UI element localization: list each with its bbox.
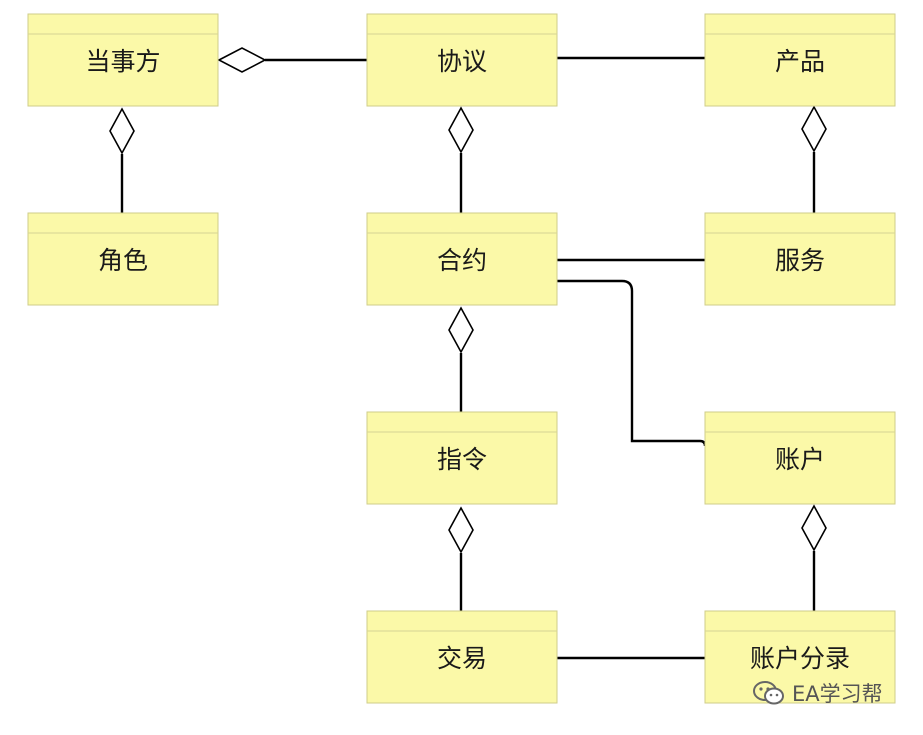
class-box-label: 协议 — [437, 47, 487, 76]
class-box-body — [27, 212, 219, 306]
edge-contract-to-account — [557, 279, 707, 447]
edge-role-to-party — [109, 107, 135, 213]
class-box-contract[interactable]: 合约 — [366, 212, 558, 306]
class-box-label: 交易 — [437, 644, 487, 673]
connector-line — [557, 279, 707, 447]
class-box-label: 角色 — [98, 246, 148, 275]
class-box-label: 账户 — [775, 445, 825, 474]
class-box-service[interactable]: 服务 — [704, 212, 896, 306]
aggregation-diamond — [448, 106, 474, 154]
aggregation-diamond — [448, 506, 474, 554]
class-box-product[interactable]: 产品 — [704, 13, 896, 107]
class-box-body — [704, 212, 896, 306]
class-box-account[interactable]: 账户 — [704, 411, 896, 505]
edge-transaction-to-instruction — [448, 506, 474, 611]
class-box-body — [366, 610, 558, 704]
class-box-label: 指令 — [437, 445, 487, 474]
class-box-label: 合约 — [437, 246, 487, 275]
class-box-transaction[interactable]: 交易 — [366, 610, 558, 704]
class-box-label: 账户分录 — [750, 644, 850, 673]
class-box-agreement[interactable]: 协议 — [366, 13, 558, 107]
class-box-body — [704, 610, 896, 704]
class-box-body — [366, 212, 558, 306]
edge-account-entry-to-account — [801, 504, 827, 611]
aggregation-diamond — [448, 306, 474, 354]
edge-service-to-product — [801, 105, 827, 213]
class-box-label: 产品 — [775, 47, 825, 76]
class-box-body — [704, 13, 896, 107]
aggregation-diamond — [109, 107, 135, 155]
class-box-instruction[interactable]: 指令 — [366, 411, 558, 505]
edge-instruction-to-contract — [448, 306, 474, 412]
class-box-body — [366, 13, 558, 107]
aggregation-diamond — [217, 47, 267, 73]
class-box-role[interactable]: 角色 — [27, 212, 219, 306]
edges-layer — [109, 47, 827, 660]
aggregation-diamond — [801, 504, 827, 552]
class-box-body — [704, 411, 896, 505]
edge-agreement-to-party — [217, 47, 367, 73]
class-box-label: 当事方 — [85, 47, 160, 76]
class-box-label: 服务 — [775, 246, 825, 275]
aggregation-diamond — [801, 105, 827, 153]
class-box-party[interactable]: 当事方 — [27, 13, 219, 107]
class-box-account-entry[interactable]: 账户分录 — [704, 610, 896, 704]
class-box-body — [27, 13, 219, 107]
class-box-body — [366, 411, 558, 505]
edge-contract-to-agreement — [448, 106, 474, 213]
